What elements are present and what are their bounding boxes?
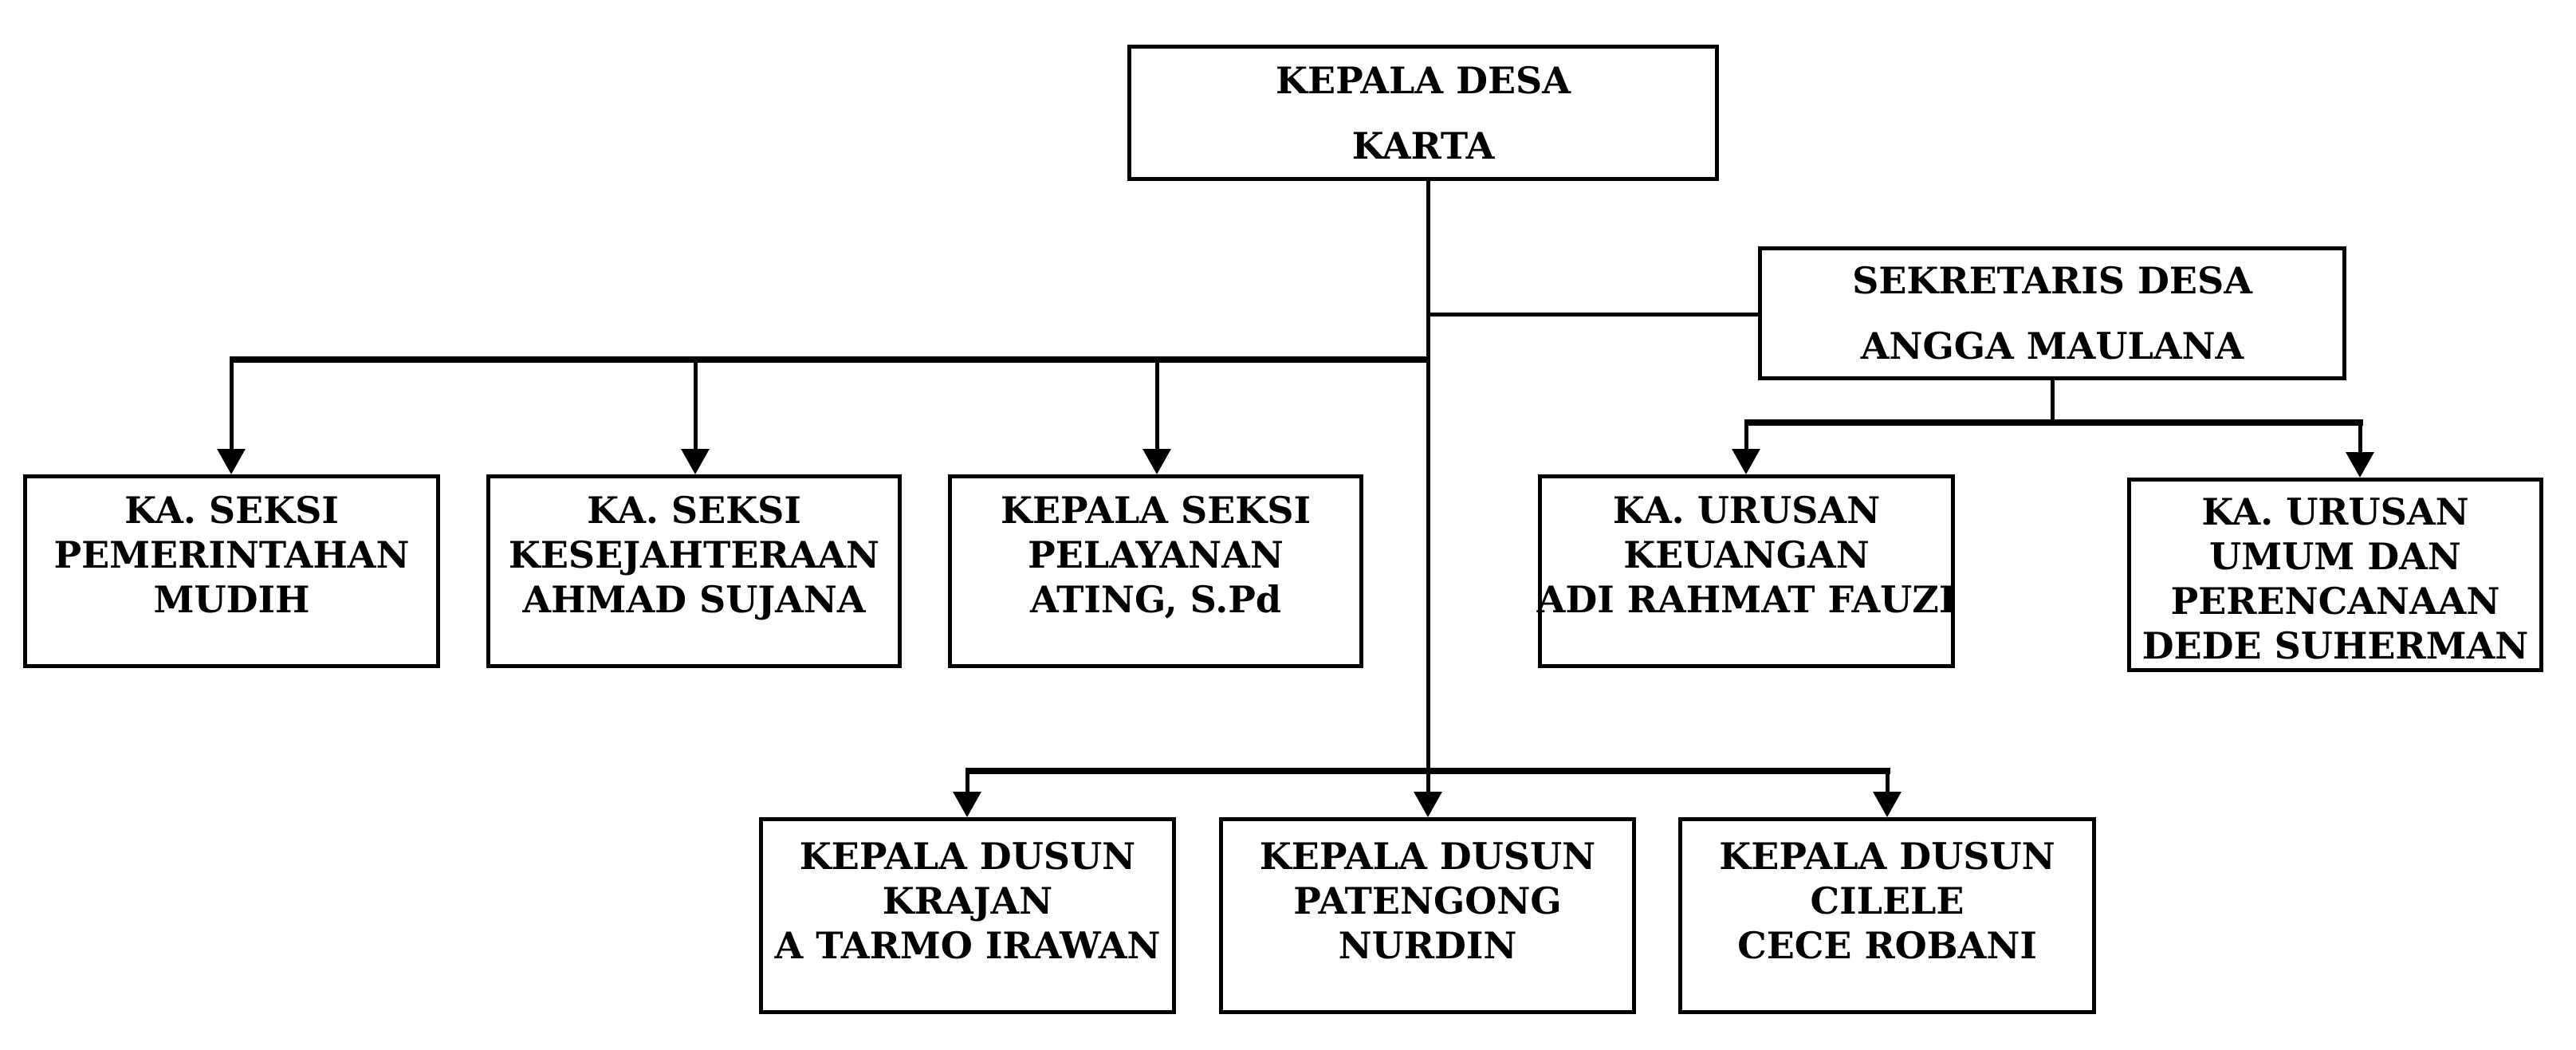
role-subtitle: KRAJAN (882, 879, 1053, 922)
role-subtitle: KESEJAHTERAAN (508, 533, 880, 576)
role-title: KEPALA DUSUN (799, 835, 1136, 878)
role-title: KEPALA DESA (1276, 58, 1571, 102)
role-title: KA. URUSAN (1612, 489, 1881, 532)
role-subtitle: PEMERINTAHAN (53, 533, 410, 576)
person-name: MUDIH (153, 578, 310, 621)
arrow-down-patengong-icon (1414, 792, 1442, 817)
role-subtitle: KEUANGAN (1623, 533, 1870, 576)
role-title: KEPALA DUSUN (1719, 835, 2055, 878)
arrow-down-krajan-icon (953, 792, 981, 817)
org-box-seksi-kesejahteraan: KA. SEKSI KESEJAHTERAAN AHMAD SUJANA (486, 474, 902, 668)
arrow-down-cilele-icon (1873, 792, 1902, 817)
connector-sekretaris-branch (1426, 313, 1761, 317)
person-name: DEDE SUHERMAN (2141, 624, 2529, 667)
role-subtitle: PERENCANAAN (2170, 580, 2500, 623)
org-box-urusan-umum-perencanaan: KA. URUSAN UMUM DAN PERENCANAAN DEDE SUH… (2127, 478, 2543, 672)
org-box-sekretaris-desa: SEKRETARIS DESA ANGGA MAULANA (1758, 246, 2346, 380)
person-name: ADI RAHMAT FAUZI (1536, 578, 1957, 621)
connector-sekretaris-stub (2051, 376, 2055, 423)
person-name: A TARMO IRAWAN (774, 924, 1161, 967)
role-subtitle: PELAYANAN (1028, 533, 1284, 576)
org-box-seksi-pemerintahan: KA. SEKSI PEMERINTAHAN MUDIH (23, 474, 440, 668)
role-subtitle: PATENGONG (1293, 879, 1562, 922)
role-subtitle: UMUM DAN (2209, 535, 2461, 578)
org-box-seksi-pelayanan: KEPALA SEKSI PELAYANAN ATING, S.Pd (948, 474, 1363, 668)
person-name: KARTA (1351, 124, 1495, 167)
person-name: CECE ROBANI (1737, 924, 2037, 967)
connector-drop-cilele (1886, 768, 1890, 793)
connector-drop-krajan (966, 768, 969, 793)
org-box-dusun-patengong: KEPALA DUSUN PATENGONG NURDIN (1219, 817, 1636, 1014)
arrow-down-kesejahteraan-icon (681, 449, 710, 474)
arrow-down-keuangan-icon (1732, 449, 1760, 474)
person-name: ANGGA MAULANA (1860, 324, 2244, 368)
org-box-dusun-cilele: KEPALA DUSUN CILELE CECE ROBANI (1678, 817, 2096, 1014)
connector-trunk-vertical (1426, 179, 1430, 792)
connector-urusan-horizontal (1744, 419, 2363, 426)
role-title: KA. SEKSI (124, 489, 339, 532)
role-title: KEPALA DUSUN (1259, 835, 1596, 878)
org-box-urusan-keuangan: KA. URUSAN KEUANGAN ADI RAHMAT FAUZI (1536, 474, 1957, 668)
role-subtitle: CILELE (1810, 879, 1964, 922)
person-name: AHMAD SUJANA (522, 578, 866, 621)
connector-row2-horizontal (230, 356, 1430, 363)
org-box-dusun-krajan: KEPALA DUSUN KRAJAN A TARMO IRAWAN (759, 817, 1176, 1014)
person-name: ATING, S.Pd (1030, 578, 1281, 621)
person-name: NURDIN (1338, 924, 1517, 967)
connector-dusun-horizontal (966, 768, 1890, 774)
connector-drop-pemerintahan (230, 356, 234, 451)
connector-drop-keuangan (1744, 419, 1748, 451)
connector-drop-kesejahteraan (694, 356, 698, 451)
role-title: SEKRETARIS DESA (1852, 259, 2252, 302)
org-box-kepala-desa: KEPALA DESA KARTA (1127, 45, 1719, 181)
connector-drop-pelayanan (1155, 356, 1159, 451)
connector-drop-umum (2358, 419, 2362, 454)
role-title: KA. URUSAN (2201, 490, 2469, 533)
arrow-down-pelayanan-icon (1142, 449, 1171, 474)
role-title: KEPALA SEKSI (1000, 489, 1312, 532)
role-title: KA. SEKSI (587, 489, 801, 532)
arrow-down-pemerintahan-icon (217, 449, 246, 474)
arrow-down-umum-icon (2346, 452, 2374, 478)
